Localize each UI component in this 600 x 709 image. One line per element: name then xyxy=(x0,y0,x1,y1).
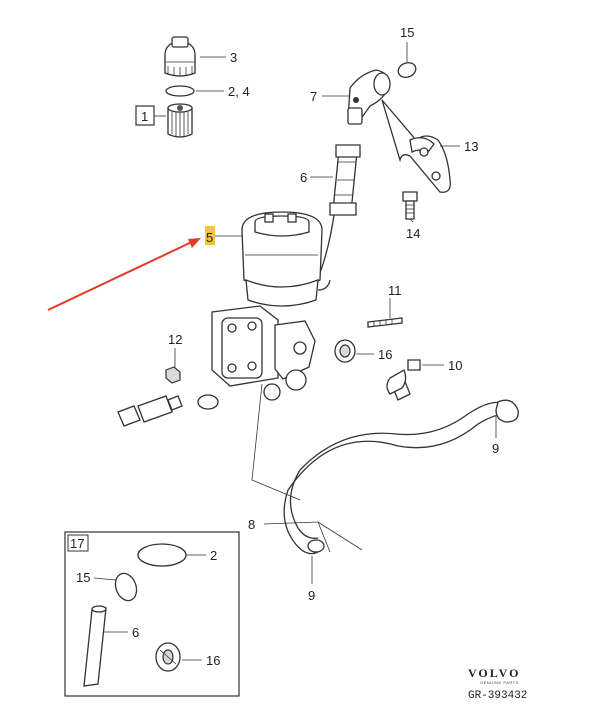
inset-callout-2: 2 xyxy=(210,548,217,563)
inset-callout-6: 6 xyxy=(132,625,139,640)
filter-element xyxy=(167,103,193,138)
oil-filter-cap xyxy=(164,36,196,77)
connector-elbow xyxy=(347,69,391,125)
callout-7: 7 xyxy=(310,89,317,104)
inset-o-ring-2 xyxy=(137,543,187,567)
kit-inset: 17 2 15 6 16 xyxy=(64,531,240,697)
hose-clip-10 xyxy=(386,359,421,395)
inset-callout-15: 15 xyxy=(76,570,90,585)
brand-sub: GENUINE PARTS xyxy=(480,680,519,685)
callout-10: 10 xyxy=(448,358,462,373)
callout-11: 11 xyxy=(388,283,402,298)
inset-callout-16: 16 xyxy=(206,653,220,668)
callout-13: 13 xyxy=(464,139,478,154)
bolt-14 xyxy=(402,191,418,220)
callout-9-lower: 9 xyxy=(308,588,315,603)
pressure-sensor xyxy=(117,394,219,427)
hose-8 xyxy=(283,373,519,555)
callout-17: 17 xyxy=(70,536,84,551)
nut-12 xyxy=(165,366,181,384)
callout-14: 14 xyxy=(406,226,420,241)
pointer-arrow xyxy=(47,238,201,311)
callout-8: 8 xyxy=(248,517,255,532)
brand-logo: VOLVO xyxy=(468,666,520,680)
stud-11 xyxy=(367,317,403,328)
callout-16: 16 xyxy=(378,347,392,362)
o-ring xyxy=(165,85,195,97)
callout-12: 12 xyxy=(168,332,182,347)
callout-box-1 xyxy=(135,105,155,126)
reference-number: GR-393432 xyxy=(468,690,527,702)
highlight-5 xyxy=(205,226,215,245)
callout-1: 1 xyxy=(141,109,148,124)
callout-15: 15 xyxy=(400,25,414,40)
callout-3: 3 xyxy=(230,50,237,65)
upper-hose xyxy=(315,144,361,284)
seal-ring-15 xyxy=(397,62,417,78)
callout-6: 6 xyxy=(300,170,307,185)
inset-seal-15 xyxy=(114,572,138,602)
hose-clip-16 xyxy=(334,339,356,363)
callout-2-4: 2, 4 xyxy=(228,84,250,99)
oil-filter-housing xyxy=(211,211,331,401)
brand-block: VOLVO GENUINE PARTS GR-393432 xyxy=(468,666,527,702)
mounting-bracket xyxy=(381,99,451,193)
callout-9-right: 9 xyxy=(492,441,499,456)
callout-5: 5 xyxy=(206,230,213,245)
